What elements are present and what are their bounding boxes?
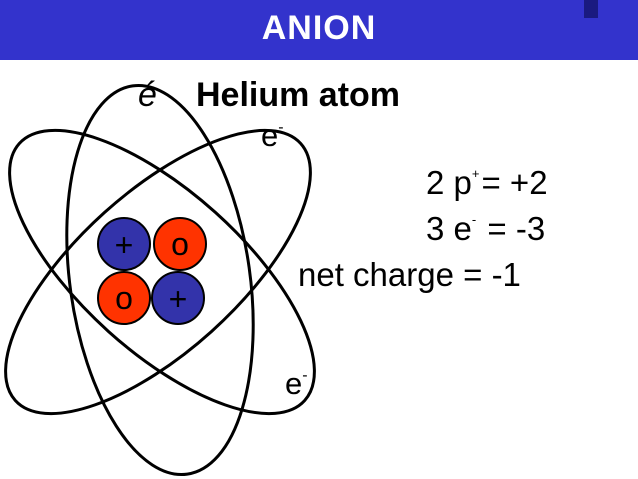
electron-label-bottom: e- (285, 366, 308, 402)
nucleus: + o o + (97, 217, 207, 325)
electron-label-top: e- (261, 118, 284, 154)
electron-orbits (4, 84, 316, 476)
page-title: ANION (261, 9, 377, 47)
electron-equation: 3 e- = -3 (426, 210, 545, 248)
proton-particle-1 (97, 217, 151, 271)
net-charge-value: -1 (491, 256, 521, 293)
proton-count: 2 (426, 164, 445, 201)
neutron-particle-1 (153, 217, 207, 271)
proton-charge: + (471, 166, 480, 181)
neutron-symbol-2: o (115, 280, 133, 316)
electron-symbol: e (285, 366, 303, 401)
title-bar: ANION (0, 0, 638, 60)
electron-symbol: e (261, 118, 279, 153)
electron-charge: - (302, 367, 308, 384)
net-charge-equation: net charge = -1 (298, 256, 521, 294)
electron-charge: - (471, 212, 477, 227)
electron-count: 3 (426, 210, 445, 247)
electron-charge: - (278, 119, 284, 136)
heading-helium-atom: Helium atom (196, 76, 401, 114)
bullet-glyph: é (138, 76, 157, 114)
proton-particle-2 (151, 271, 205, 325)
proton-total: = +2 (481, 164, 548, 201)
proton-symbol-2: + (169, 281, 188, 317)
electron-total: = -3 (487, 210, 546, 247)
corner-tab (584, 0, 598, 18)
neutron-particle-2 (97, 271, 151, 325)
neutron-symbol-1: o (171, 226, 189, 262)
orbit-diagonal-right (4, 128, 312, 416)
proton-equation: 2 p+= +2 (426, 164, 548, 202)
proton-symbol-1: + (115, 227, 134, 263)
proton-symbol: p (453, 164, 472, 201)
net-charge-label: net charge = (298, 256, 483, 293)
electron-symbol: e (453, 210, 472, 247)
orbit-diagonal-left (8, 128, 316, 416)
